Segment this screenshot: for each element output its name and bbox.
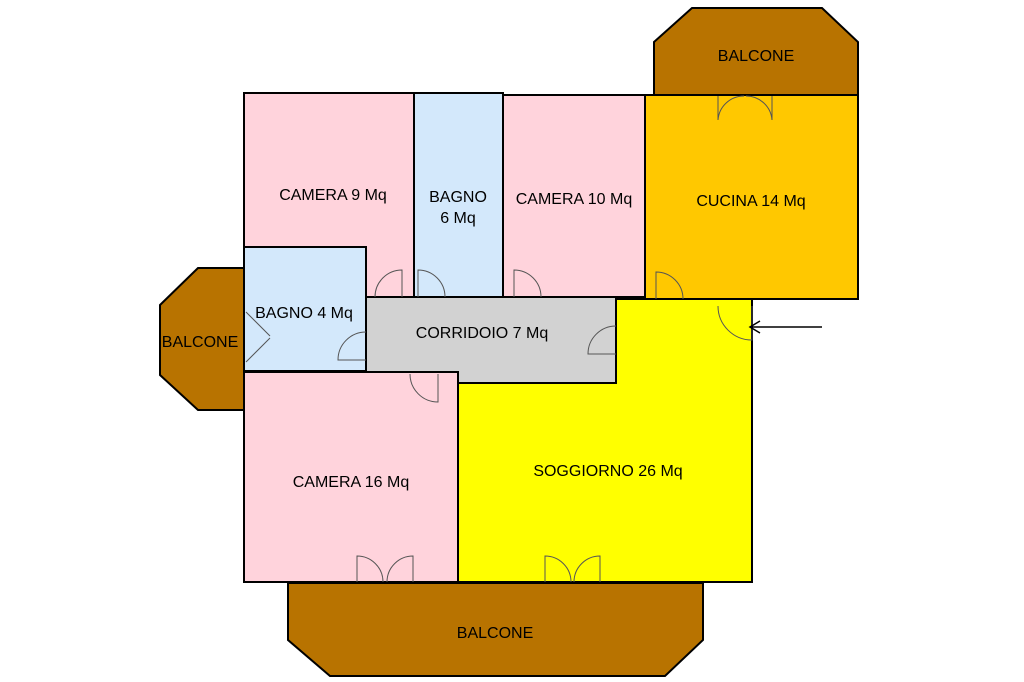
label-camera-10: CAMERA 10 Mq bbox=[516, 191, 632, 208]
label-balcone-left: BALCONE bbox=[162, 334, 238, 351]
door-camera9 bbox=[374, 269, 403, 298]
label-camera-16: CAMERA 16 Mq bbox=[293, 474, 409, 491]
door-camera16 bbox=[409, 373, 439, 403]
door-camera16-balcone bbox=[356, 555, 414, 583]
room-camera-16 bbox=[243, 371, 459, 583]
door-cucina-balcone bbox=[717, 95, 773, 121]
door-entrance bbox=[717, 305, 753, 341]
label-bagno-4: BAGNO 4 Mq bbox=[255, 305, 353, 322]
label-soggiorno: SOGGIORNO 26 Mq bbox=[533, 463, 682, 480]
label-bagno-6-line1: BAGNO bbox=[429, 189, 487, 206]
label-corridoio: CORRIDOIO 7 Mq bbox=[416, 325, 548, 342]
door-bagno4 bbox=[337, 331, 367, 361]
door-corridoio-right bbox=[587, 325, 617, 355]
room-corridoio bbox=[365, 296, 617, 384]
door-bagno4-balcone bbox=[245, 311, 271, 363]
arrow-left-icon bbox=[748, 320, 822, 334]
label-bagno-6-line2: 6 Mq bbox=[440, 210, 476, 227]
label-balcone-top: BALCONE bbox=[718, 48, 794, 65]
room-soggiorno bbox=[457, 298, 753, 583]
door-bagno6 bbox=[417, 269, 446, 298]
label-cucina: CUCINA 14 Mq bbox=[696, 193, 805, 210]
doors bbox=[245, 95, 773, 583]
door-camera10 bbox=[513, 269, 542, 298]
room-cucina bbox=[644, 94, 859, 300]
label-balcone-bottom: BALCONE bbox=[457, 625, 533, 642]
door-soggiorno-balcone bbox=[544, 555, 601, 583]
label-camera-9: CAMERA 9 Mq bbox=[279, 187, 387, 204]
door-cucina bbox=[655, 271, 684, 300]
